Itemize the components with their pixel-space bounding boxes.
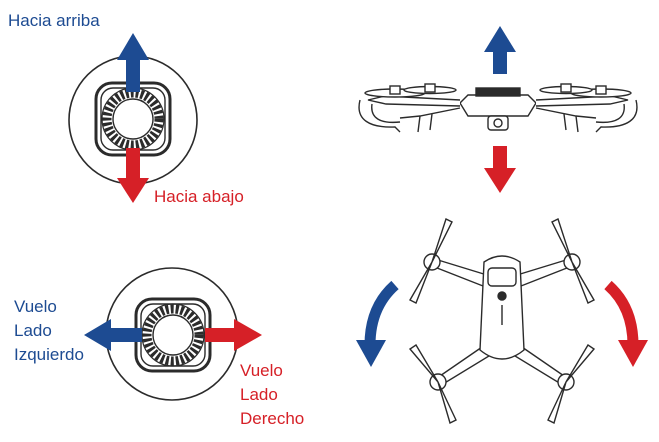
joystick-bottom: [105, 267, 239, 401]
drone-arrow-up-blue-icon: [484, 26, 516, 74]
arrow-left-blue-icon: [84, 319, 142, 351]
label-left-line-2: Lado: [14, 321, 52, 340]
rotate-left-blue-arrow-icon: [356, 280, 399, 367]
label-down: Hacia abajo: [154, 187, 244, 206]
arrow-down-red-icon: [117, 148, 149, 203]
label-right-line-3: Derecho: [240, 409, 305, 428]
label-right-line-2: Lado: [240, 385, 278, 404]
joystick-top: [68, 55, 198, 185]
label-left-line-1: Vuelo: [14, 297, 57, 316]
drone-side-view-icon: [358, 83, 638, 133]
drone-arrow-down-red-icon: [484, 146, 516, 193]
rotate-right-red-arrow-icon: [604, 280, 648, 367]
label-right-line-1: Vuelo: [240, 361, 283, 380]
label-up: Hacia arriba: [8, 11, 100, 30]
arrow-up-blue-icon: [117, 33, 149, 92]
label-left-line-3: Izquierdo: [14, 345, 84, 364]
arrow-right-red-icon: [205, 319, 262, 351]
drone-top-view-icon: [408, 218, 596, 425]
